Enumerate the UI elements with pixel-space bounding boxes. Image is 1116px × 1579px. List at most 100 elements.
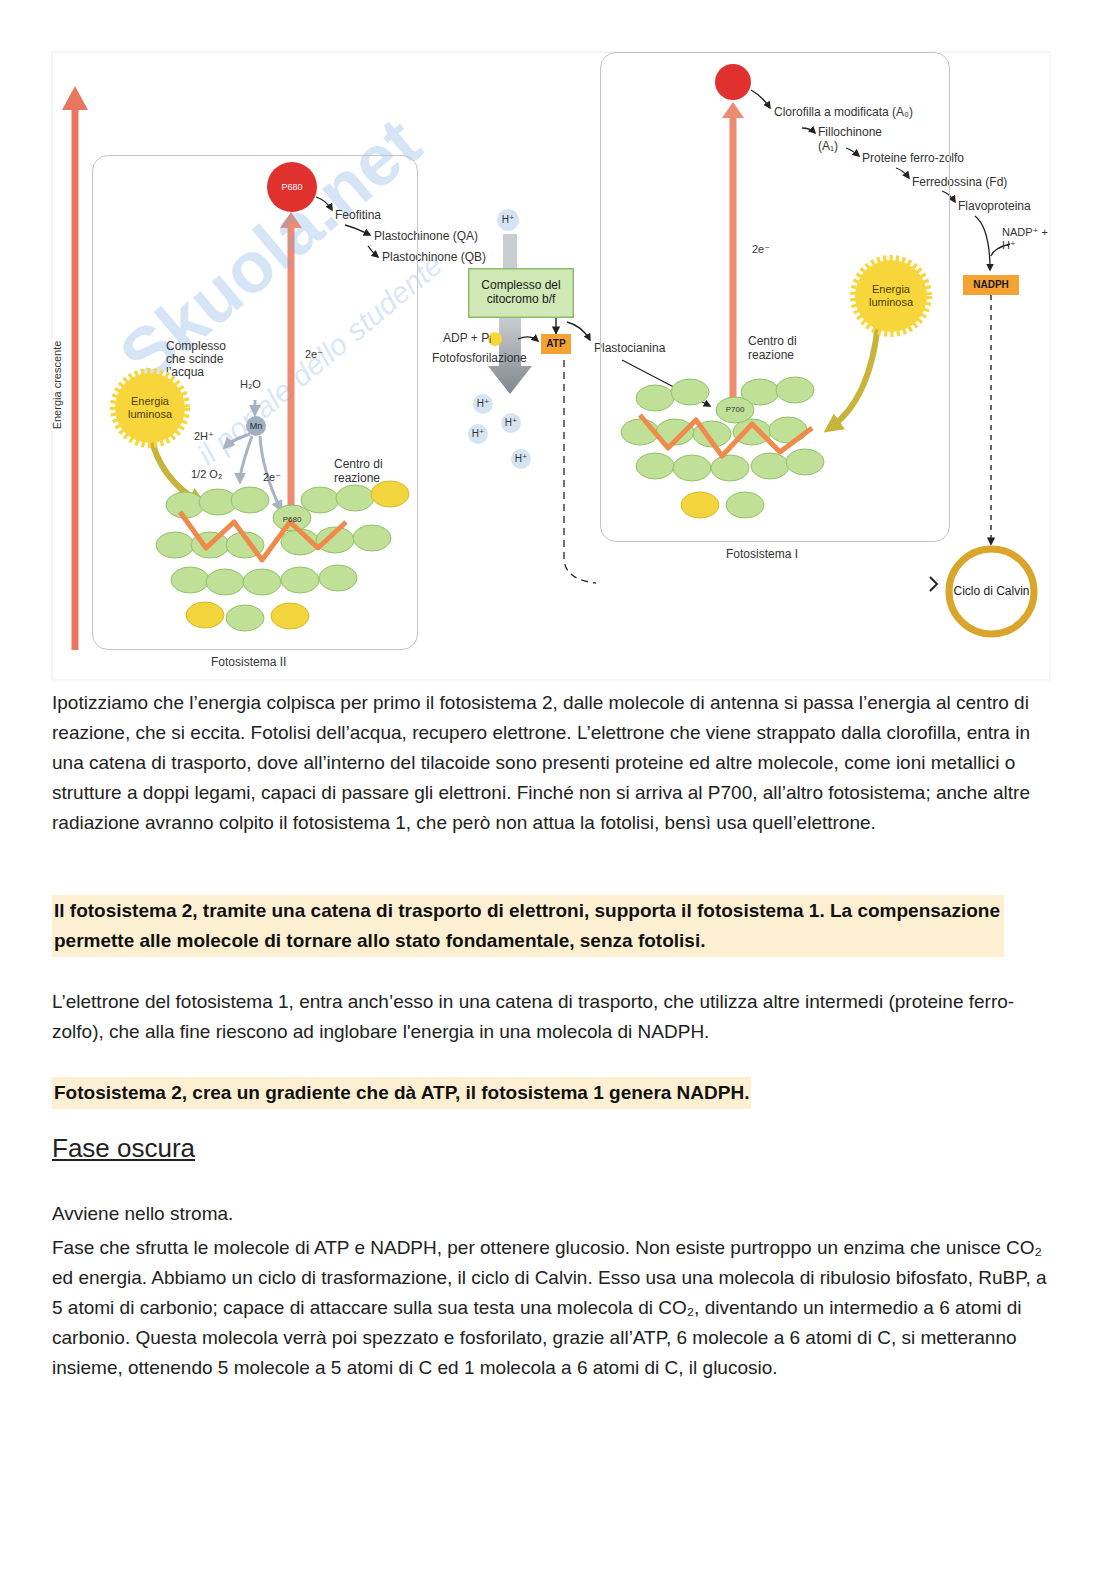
chevron: [930, 577, 937, 591]
light-source: Energia luminosa: [109, 367, 191, 449]
part-label: Centro di reazione: [334, 458, 404, 486]
chain-arrow: [846, 148, 859, 156]
antenna-disk: [271, 603, 309, 629]
molecule-label: 1/2 O₂: [191, 468, 222, 481]
antenna-disk: [301, 487, 339, 513]
figure-frame: [52, 52, 1050, 680]
nadph-box: NADPH: [963, 275, 1019, 295]
antenna-disk: [726, 492, 764, 518]
proton-flow: [503, 234, 517, 268]
proton-label: H⁺: [477, 398, 490, 410]
molecule-label: H₂O: [240, 378, 261, 391]
electron-label: 2e⁻: [263, 471, 281, 484]
chain-arrow: [368, 246, 378, 257]
proton-label: H⁺: [502, 214, 515, 226]
molecule-label: NADP⁺ + H⁺: [1002, 226, 1052, 251]
excitation-arrow: [730, 116, 737, 402]
excitation-arrow-head: [722, 102, 744, 118]
chain-arrow: [975, 216, 990, 270]
carrier-label: Fillochinone (A₁): [818, 126, 896, 154]
proton-circle: [511, 449, 531, 469]
chain-arrow: [942, 191, 955, 202]
highlight-text: Fotosistema 2, crea un gradiente che dà …: [54, 1078, 749, 1108]
antenna-disk: [206, 569, 244, 595]
antenna-disk: [751, 453, 789, 479]
reactant-label: ADP + Pᵢ: [443, 331, 491, 345]
antenna-disk: [673, 455, 711, 481]
antenna-disk: [319, 565, 357, 591]
atp-box: ATP: [541, 334, 571, 354]
node-text: Energia luminosa: [109, 395, 191, 420]
highlight-text: Il fotosistema 2, tramite una catena di …: [54, 896, 1002, 956]
antenna-disk: [281, 567, 319, 593]
electron-label: 2e⁻: [752, 243, 770, 256]
carrier-label: Feofitina: [335, 208, 381, 222]
cycle-ring: [949, 549, 1034, 634]
antenna-disk: [231, 487, 269, 513]
energy-transfer-zigzag: [180, 512, 346, 560]
proton-label: H⁺: [472, 428, 485, 440]
phosphorylation-arrow: [518, 337, 538, 341]
proton-circle: [501, 413, 521, 433]
carrier-label: Plastocianina: [594, 341, 665, 355]
energy-axis-head: [62, 86, 88, 110]
antenna-disk: [371, 481, 409, 507]
chain-arrow: [896, 168, 909, 178]
axis-label: Energia crescente: [51, 341, 64, 430]
part-label: Centro di reazione: [748, 335, 818, 363]
antenna-disk: [671, 379, 709, 405]
pigment-label: P680: [283, 515, 302, 525]
proton-label: H⁺: [505, 417, 518, 429]
pigment-label: P700: [726, 405, 745, 415]
carrier-label: Flavoproteina: [958, 199, 1031, 213]
antenna-disk: [353, 525, 391, 551]
antenna-disk: [243, 569, 281, 595]
photosystem-region: Fotosistema IIP680Energia luminosaMn: [92, 155, 418, 650]
proton-circle: [473, 394, 493, 414]
box-outline: [542, 335, 571, 354]
antenna-disk: [171, 567, 209, 593]
chain-arrow: [802, 128, 815, 133]
electron-label: 2e⁻: [305, 348, 323, 361]
paragraph: Avviene nello stroma.: [52, 1203, 233, 1226]
node-text: NADPH: [973, 279, 1009, 291]
antenna-disk: [636, 385, 674, 411]
part-label: Complesso che scinde l’acqua: [166, 340, 246, 380]
paragraph: Ipotizziamo che l’energia colpisca per p…: [52, 688, 1054, 838]
manganese-cluster: Mn: [246, 416, 266, 436]
energy-transfer-zigzag: [640, 415, 812, 456]
antenna-disk: [711, 455, 749, 481]
connector: [990, 295, 991, 545]
box-outline: [469, 269, 574, 318]
antenna-disk: [681, 492, 719, 518]
box-outline: [964, 276, 1019, 295]
carrier-label: Proteine ferro-zolfo: [862, 151, 964, 165]
molecule-label: 2H⁺: [194, 430, 214, 443]
carrier-label: Ferredossina (Fd): [912, 175, 1007, 189]
carrier-label: Clorofilla a modificata (A₀): [774, 106, 914, 120]
excited-p700: [715, 64, 751, 100]
reaction-center-excited: P680: [267, 162, 317, 212]
region-label: Fotosistema II: [211, 655, 286, 669]
node-text: Complesso del citocromo b/f: [468, 279, 574, 307]
calvin-cycle: Ciclo di Calvin: [945, 545, 1038, 638]
antenna-disk: [336, 485, 374, 511]
antenna-disk: [786, 449, 824, 475]
node-text: ATP: [546, 338, 565, 350]
node-text: Mn: [250, 421, 263, 431]
cytochrome-complex: Complesso del citocromo b/f: [468, 268, 574, 318]
node-text: Ciclo di Calvin: [953, 585, 1029, 599]
carrier-label: Plastochinone (QB): [382, 250, 486, 264]
antenna-disk: [716, 397, 754, 423]
paragraph: L’elettrone del fotosistema 1, entra anc…: [52, 987, 1054, 1047]
antenna-disk: [166, 492, 204, 518]
proton-circle: [497, 209, 519, 231]
section-heading: Fase oscura: [52, 1133, 195, 1164]
region-label: Fotosistema I: [726, 547, 798, 561]
antenna-disk: [156, 532, 194, 558]
proton-circle: [468, 424, 488, 444]
process-label: Fotofosforilazione: [432, 351, 527, 365]
carrier-label: Plastochinone (QA): [374, 229, 478, 243]
node-text: P680: [281, 182, 302, 192]
